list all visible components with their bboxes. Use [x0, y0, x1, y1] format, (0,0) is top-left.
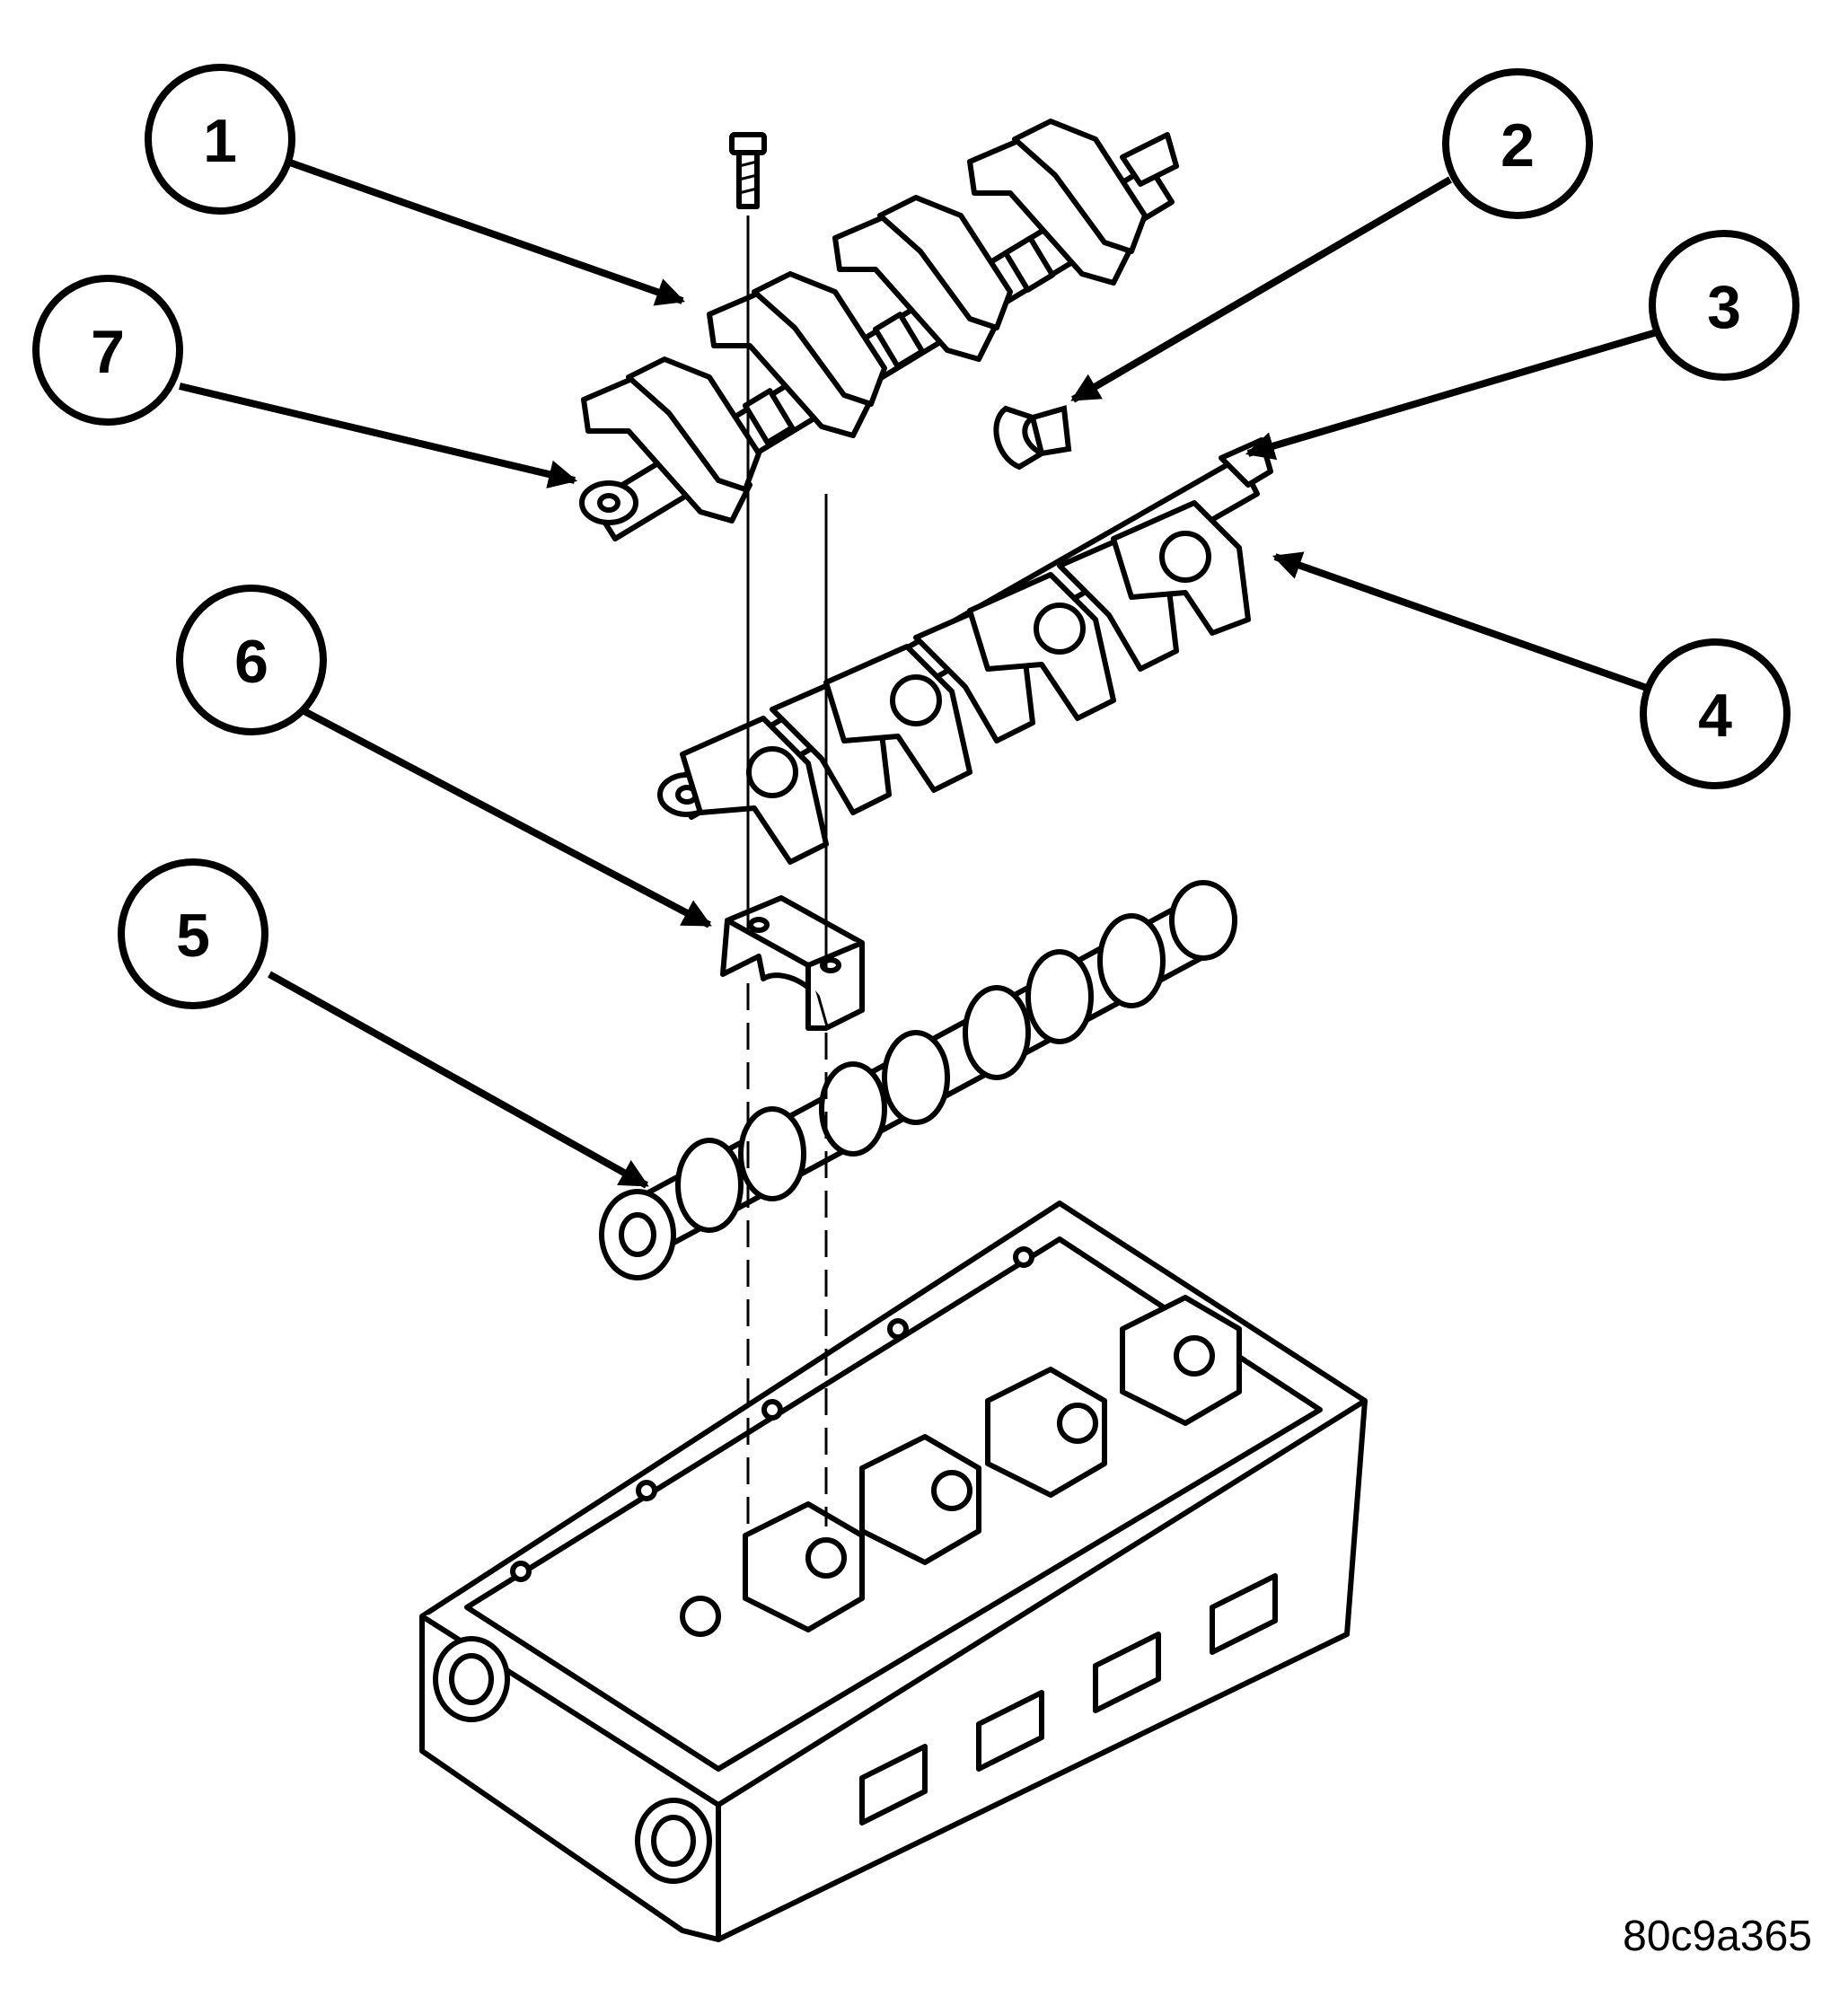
leader-5: [268, 971, 649, 1189]
leader-7: [179, 383, 578, 488]
leader-4: [1272, 551, 1659, 695]
callout-1-label: 1: [203, 107, 237, 175]
callout-6: 6: [176, 585, 327, 735]
figure-code: 80c9a365: [1623, 1913, 1812, 1960]
callout-6-label: 6: [234, 628, 268, 696]
rocker-arms: [581, 119, 1148, 523]
callout-4-label: 4: [1698, 682, 1732, 750]
cam-lobes: [675, 913, 1166, 1233]
callout-3: 3: [1649, 230, 1800, 381]
leader-arrows: [179, 158, 1659, 1189]
callout-5: 5: [118, 858, 268, 1009]
shaft-bolt: [729, 132, 767, 209]
callout-5-label: 5: [176, 902, 210, 970]
leader-6: [299, 706, 712, 928]
callout-1: 1: [145, 64, 295, 215]
rocker-shaft-assembly: [579, 119, 1179, 541]
bearing-cap: [720, 895, 865, 1031]
callout-4: 4: [1640, 638, 1791, 789]
callout-7-label: 7: [91, 318, 125, 386]
camshaft: [599, 880, 1237, 1280]
alignment-lines: [746, 216, 828, 1526]
callout-7: 7: [32, 275, 183, 426]
callout-2-label: 2: [1500, 111, 1535, 180]
rocker-arm-assembly-lower: [657, 437, 1273, 865]
leader-3: [1245, 329, 1659, 461]
callout-3-label: 3: [1707, 273, 1741, 341]
leader-1: [286, 158, 686, 306]
cylinder-head: [419, 1201, 1368, 1942]
callout-2: 2: [1442, 68, 1593, 219]
retainer-clip: [993, 405, 1072, 471]
leader-2: [1070, 176, 1453, 403]
